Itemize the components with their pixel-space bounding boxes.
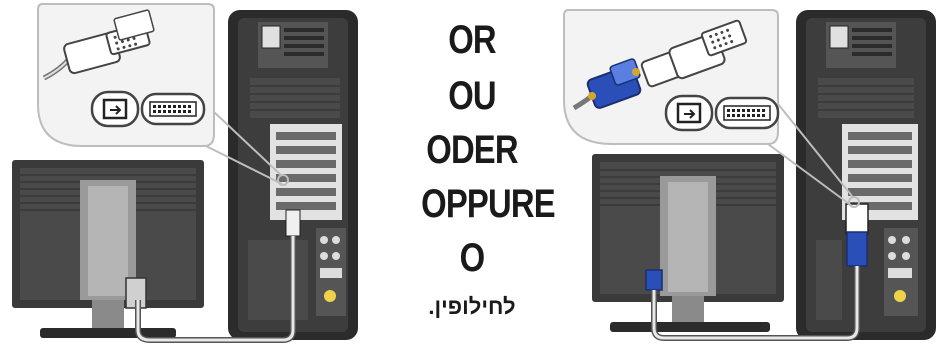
computer-tower bbox=[228, 10, 358, 340]
option-word-ou: OU bbox=[448, 74, 496, 118]
dvi-connector-icon bbox=[42, 9, 155, 81]
option-word-hebrew: לחילופין. bbox=[428, 294, 516, 319]
vga-connector-icon bbox=[572, 58, 642, 111]
dvi-connection-svg bbox=[12, 3, 358, 343]
option-word-o: O bbox=[459, 236, 486, 280]
monitor-input-icon bbox=[90, 90, 140, 128]
vga-connection-illustration bbox=[534, 0, 944, 353]
option-word-oppure: OPPURE bbox=[421, 182, 555, 226]
vga-port-label-icon bbox=[714, 96, 780, 130]
option-word-oder: ODER bbox=[426, 128, 518, 172]
dvi-adapter-icon bbox=[640, 19, 748, 88]
monitor bbox=[12, 160, 204, 338]
vga-connection-svg bbox=[563, 9, 936, 341]
option-word-or: OR bbox=[448, 18, 496, 62]
monitor bbox=[592, 154, 784, 332]
alternative-options: OR OU ODER OPPURE O לחילופין. bbox=[410, 0, 555, 353]
dvi-connection-illustration bbox=[0, 0, 410, 353]
computer-tower bbox=[796, 10, 936, 340]
monitor-input-icon bbox=[664, 94, 714, 132]
dvi-port-label-icon bbox=[140, 92, 206, 126]
